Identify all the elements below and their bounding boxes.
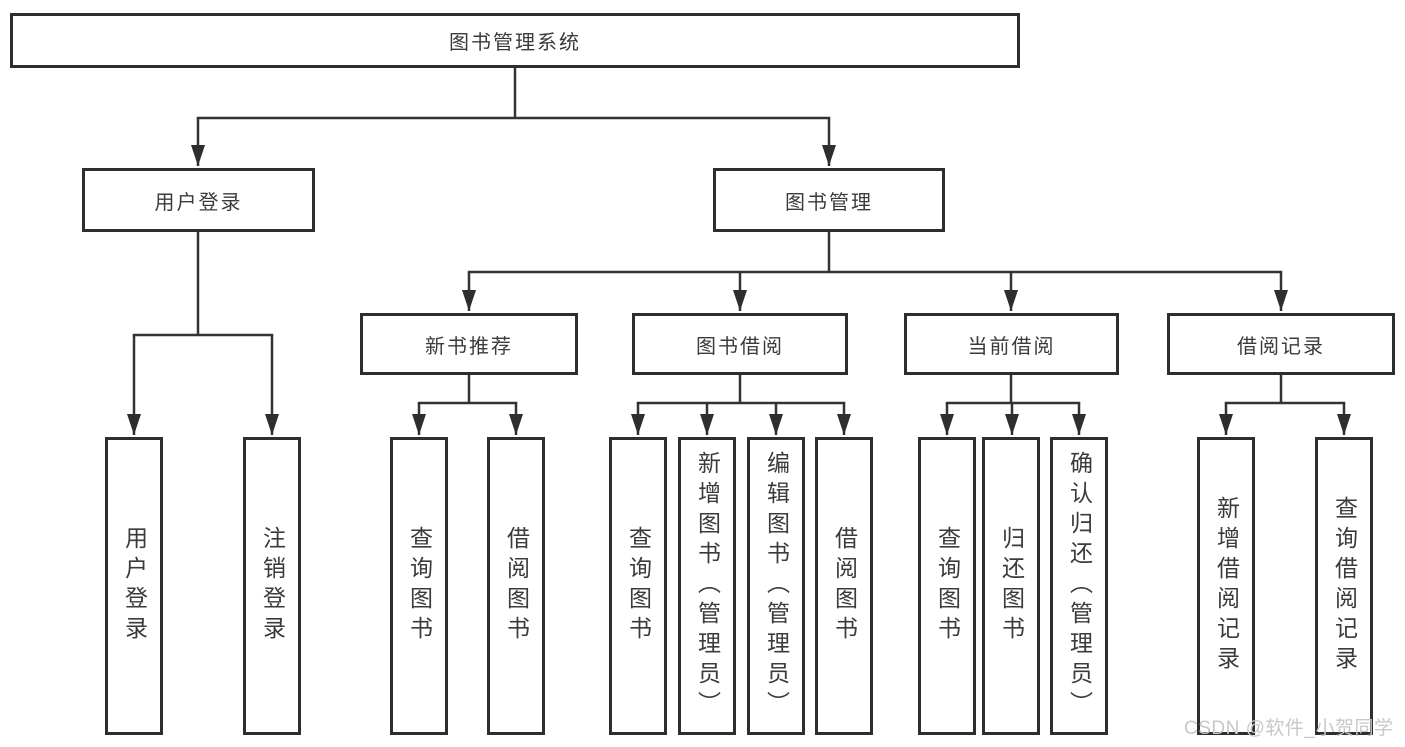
csdn-watermark: CSDN @软件_小贺同学 [1184, 718, 1394, 739]
leaf-query-borrow-record-label: 查询借阅记录 [1331, 496, 1358, 676]
tree-arrow-stems [127, 118, 1351, 435]
leaf-query-books-recommend-label: 查询图书 [406, 526, 433, 646]
leaf-borrow-books-recommend-label: 借阅图书 [503, 526, 530, 646]
leaf-add-books-admin: 新增图书（管理员） [678, 437, 736, 735]
leaf-add-borrow-record-label: 新增借阅记录 [1213, 496, 1240, 676]
leaf-user-login-label: 用户登录 [121, 526, 148, 646]
leaf-query-books-borrowing-label: 查询图书 [625, 526, 652, 646]
leaf-logout: 注销登录 [243, 437, 301, 735]
leaf-edit-books-admin: 编辑图书（管理员） [747, 437, 805, 735]
leaf-return-books-label: 归还图书 [998, 526, 1025, 646]
node-book-borrowing: 图书借阅 [632, 313, 848, 375]
leaf-add-borrow-record: 新增借阅记录 [1197, 437, 1255, 735]
node-user-login: 用户登录 [82, 168, 315, 232]
node-library-management-system: 图书管理系统 [10, 13, 1020, 68]
leaf-edit-books-admin-label: 编辑图书（管理员） [763, 451, 790, 721]
leaf-borrow-books-borrowing: 借阅图书 [815, 437, 873, 735]
node-current-borrowing: 当前借阅 [904, 313, 1119, 375]
leaf-add-books-admin-label: 新增图书（管理员） [694, 451, 721, 721]
node-borrowing-records: 借阅记录 [1167, 313, 1395, 375]
node-new-book-recommendation: 新书推荐 [360, 313, 578, 375]
leaf-user-login: 用户登录 [105, 437, 163, 735]
leaf-confirm-return-admin-label: 确认归还（管理员） [1066, 451, 1093, 721]
leaf-borrow-books-recommend: 借阅图书 [487, 437, 545, 735]
node-book-management: 图书管理 [713, 168, 945, 232]
leaf-query-borrow-record: 查询借阅记录 [1315, 437, 1373, 735]
leaf-query-books-recommend: 查询图书 [390, 437, 448, 735]
leaf-confirm-return-admin: 确认归还（管理员） [1050, 437, 1108, 735]
leaf-query-books-current: 查询图书 [918, 437, 976, 735]
leaf-logout-label: 注销登录 [259, 526, 286, 646]
leaf-query-books-current-label: 查询图书 [934, 526, 961, 646]
leaf-borrow-books-borrowing-label: 借阅图书 [831, 526, 858, 646]
tree-rails [132, 66, 1346, 405]
leaf-return-books: 归还图书 [982, 437, 1040, 735]
leaf-query-books-borrowing: 查询图书 [609, 437, 667, 735]
